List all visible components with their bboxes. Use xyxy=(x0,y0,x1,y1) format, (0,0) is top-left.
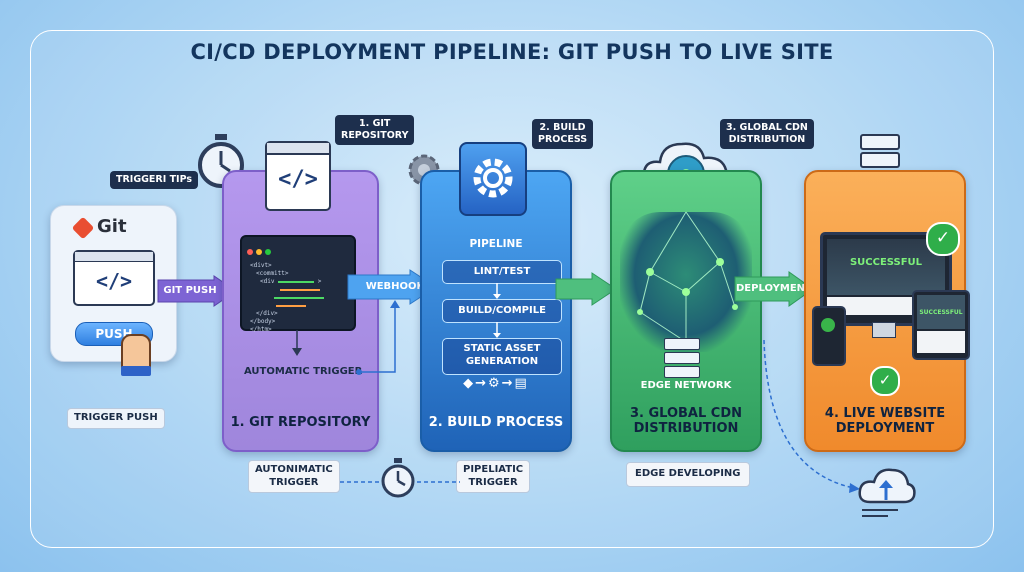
stage1-tag: 1. GIT REPOSITORY xyxy=(335,115,415,145)
trigger-tips-tag: TRIGGERI TIPs xyxy=(110,171,199,189)
step-build-compile: BUILD/COMPILE xyxy=(442,299,562,323)
code-line-7: </htm> xyxy=(250,326,272,333)
edge-network-label: EDGE NETWORK xyxy=(640,380,732,391)
code-window-icon: </> xyxy=(73,250,155,306)
code-window: <divt> <committ> <div > </div> </body> <… xyxy=(240,235,356,333)
page-title: CI/CD DEPLOYMENT PIPELINE: GIT PUSH TO L… xyxy=(190,40,834,64)
git-label: Git xyxy=(97,216,127,237)
stage2-panel: PIPELINE LINT/TEST BUILD/COMPILE STATIC … xyxy=(420,170,572,452)
stage2-bottom-tag: PIPELIATIC TRIGGER xyxy=(456,460,531,493)
dashed-return-arrow xyxy=(763,339,860,493)
code-line-6: </body> xyxy=(250,318,276,325)
success-heading-small: SUCCESSFUL xyxy=(919,309,963,316)
git-logo-icon xyxy=(71,216,95,240)
pipeline-label: PIPELINE xyxy=(469,238,523,250)
down-arrow-icon xyxy=(292,330,302,356)
automatic-trigger-label: AUTOMATIC TRIGGER xyxy=(244,366,363,377)
stage3-title: 3. GLOBAL CDN DISTRIBUTION xyxy=(629,406,743,436)
stage2-title: 2. BUILD PROCESS xyxy=(428,415,564,430)
monitor-stand xyxy=(872,322,896,338)
webhook-label: WEBHOOK xyxy=(365,281,425,292)
deployment-arrow xyxy=(734,271,814,307)
stage4-title: 4. LIVE WEBSITE DEPLOYMENT xyxy=(824,406,946,436)
stage3-panel: EDGE NETWORK 3. GLOBAL CDN DISTRIBUTION xyxy=(610,170,762,452)
build-to-cdn-arrow xyxy=(555,272,617,306)
stage1-bottom-tag: AUTONIMATIC TRIGGER xyxy=(248,460,340,493)
code-line-5: </div> xyxy=(256,310,278,317)
code-line-2: <committ> xyxy=(256,270,289,277)
code-editor-icon: </> xyxy=(265,141,331,211)
pipeline-mini-icons: ◆→⚙→▤ xyxy=(463,376,529,391)
trigger-push-caption: TRIGGER PUSH xyxy=(67,408,165,429)
stage2-tag: 2. BUILD PROCESS xyxy=(532,119,594,149)
sleeve-icon xyxy=(121,366,151,376)
git-push-label: GIT PUSH xyxy=(163,285,217,296)
phone-icon xyxy=(812,306,846,366)
bottom-stopwatch-icon xyxy=(381,458,415,498)
hand-cursor-icon xyxy=(121,334,151,372)
code-line-3: <div xyxy=(260,278,275,285)
webhook-loop-arrow xyxy=(356,300,400,375)
network-lines xyxy=(637,211,738,343)
deployment-label: DEPLOYMENT xyxy=(736,283,812,294)
tablet-icon: SUCCESSFUL xyxy=(912,290,970,360)
trigger-card: Git </> PUSH xyxy=(50,205,177,376)
server-stack-icon xyxy=(664,338,700,378)
stage3-tag: 3. GLOBAL CDN DISTRIBUTION xyxy=(720,119,814,149)
stage3-bottom-tag: EDGE DEVELOPING xyxy=(626,462,750,487)
step-lint-test: LINT/TEST xyxy=(442,260,562,284)
step-arrows xyxy=(493,283,501,338)
check-circle-icon: ✓ xyxy=(926,222,960,256)
check-circle-icon-bottom: ✓ xyxy=(870,366,900,396)
stage1-title: 1. GIT REPOSITORY xyxy=(230,415,371,430)
cloud-upload-icon xyxy=(858,468,916,517)
success-heading-large: SUCCESSFUL xyxy=(849,257,923,268)
code-line-1: <divt> xyxy=(250,262,272,269)
code-line-4: > xyxy=(317,278,322,285)
step-static-asset: STATIC ASSET GENERATION xyxy=(442,338,562,375)
big-gear-icon xyxy=(459,142,527,216)
